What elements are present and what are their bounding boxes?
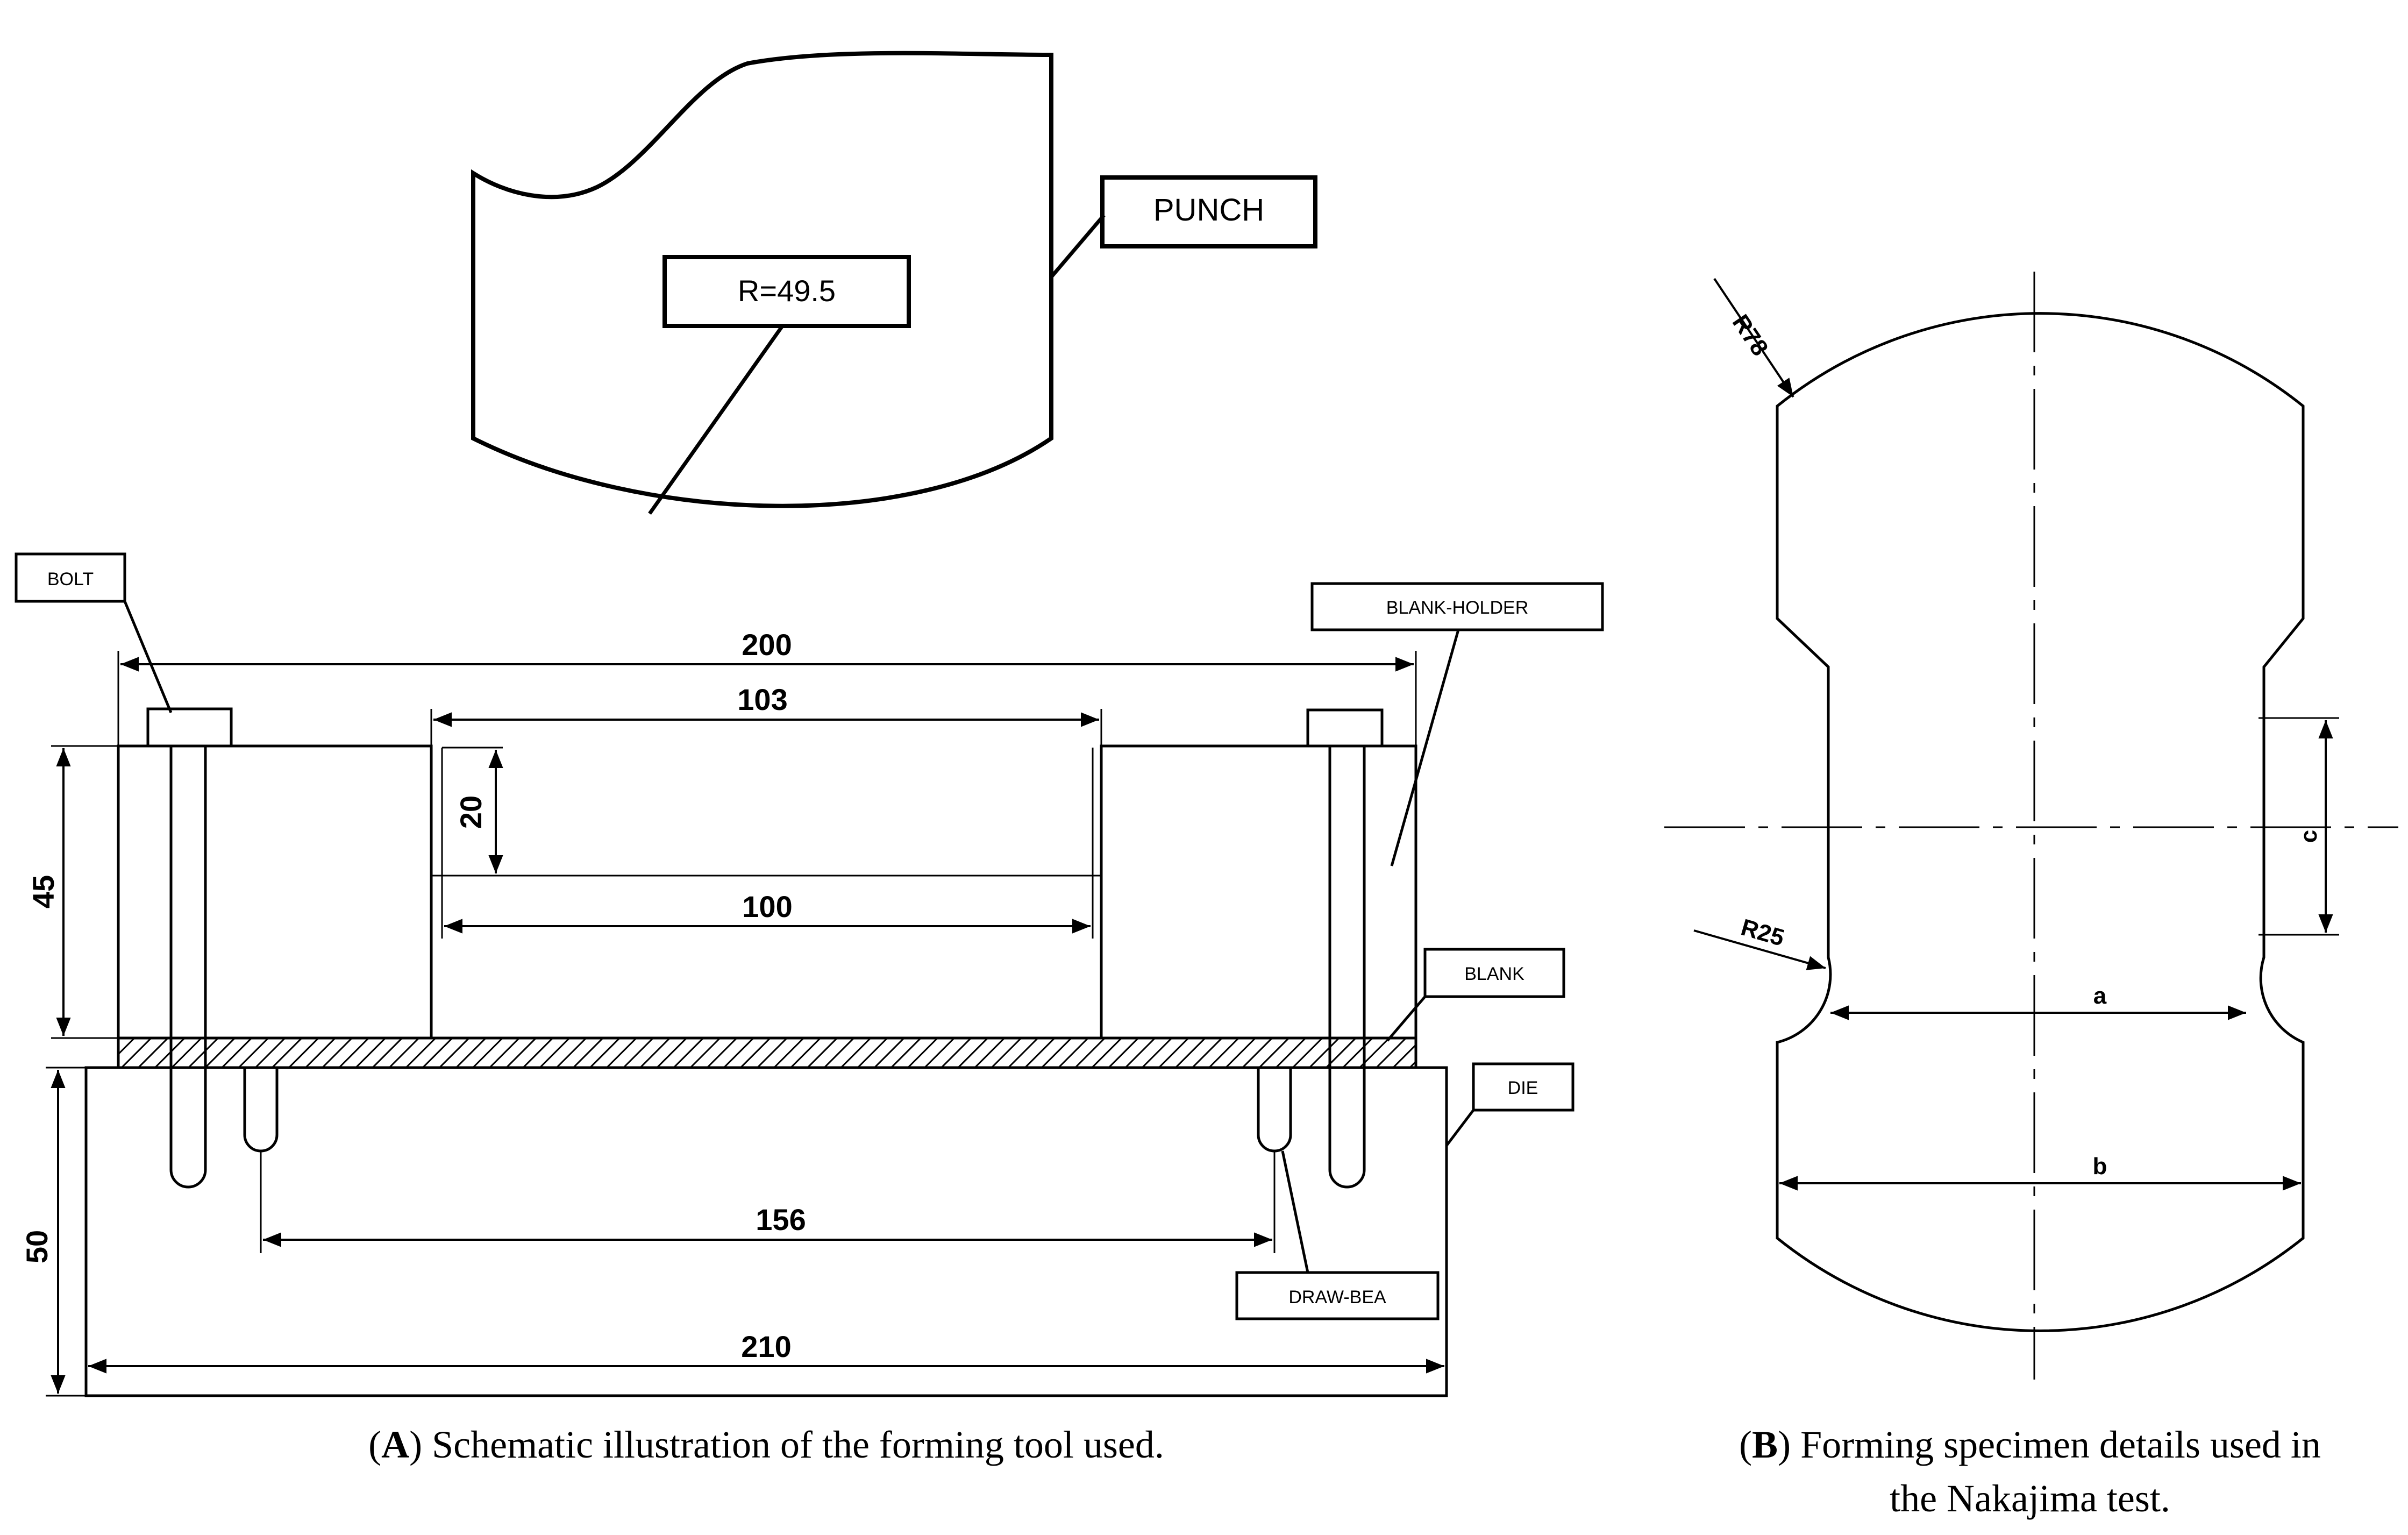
draw-bead-label-box — [1235, 1271, 1440, 1320]
die-label-box — [1472, 1062, 1575, 1112]
dim-die-height: 50 — [20, 1230, 54, 1263]
radius-label-box — [662, 255, 911, 328]
caption-b-line1: (B) Forming specimen details used in — [1739, 1423, 2321, 1466]
panel-b-specimen: R78 R25 a b c (B) Forming specimen detai… — [1664, 272, 2398, 1520]
caption-b-line2: the Nakajima test. — [1890, 1477, 2170, 1520]
specimen-outline — [1776, 312, 2305, 1332]
dim-opening-depth: 20 — [454, 795, 488, 829]
blank-holder-right — [1100, 744, 1417, 1040]
dim-overall-top: 200 — [742, 628, 792, 662]
dim-die-width: 210 — [741, 1330, 791, 1363]
bolt-right — [1306, 708, 1384, 1189]
bolt-label: BOLT — [47, 569, 94, 589]
blank-holder-label: BLANK-HOLDER — [1386, 598, 1529, 618]
dim-opening-bottom: 100 — [742, 890, 792, 923]
die — [84, 1066, 1448, 1397]
punch-label: PUNCH — [1153, 193, 1264, 228]
bolt-left — [146, 707, 233, 1189]
radius-label: R=49.5 — [738, 274, 836, 308]
blank-holder-left — [117, 744, 433, 1040]
punch: PUNCH R=49.5 — [471, 51, 1317, 515]
blank-label-box — [1423, 948, 1565, 998]
panel-a-forming-tool: PUNCH R=49.5 BOLT — [15, 51, 1604, 1466]
draw-bead-label: DRAW-BEA — [1288, 1287, 1386, 1307]
dim-opening-top: 103 — [737, 683, 787, 716]
caption-a: (A) Schematic illustration of the formin… — [368, 1423, 1164, 1466]
radius-outer: R78 — [1727, 310, 1773, 360]
blank-label: BLANK — [1464, 964, 1524, 984]
dim-holder-height: 45 — [26, 875, 60, 908]
punch-label-box — [1100, 175, 1317, 248]
length-c: c — [2296, 830, 2322, 843]
width-a: a — [2093, 983, 2107, 1009]
die-label: DIE — [1508, 1078, 1538, 1098]
dim-bead-spacing: 156 — [756, 1203, 806, 1236]
bolt-label-box — [15, 552, 126, 603]
width-b: b — [2093, 1153, 2107, 1179]
draw-bead-left — [243, 1068, 279, 1153]
blank-sheet — [117, 1036, 1417, 1069]
draw-bead-right — [1257, 1068, 1292, 1153]
